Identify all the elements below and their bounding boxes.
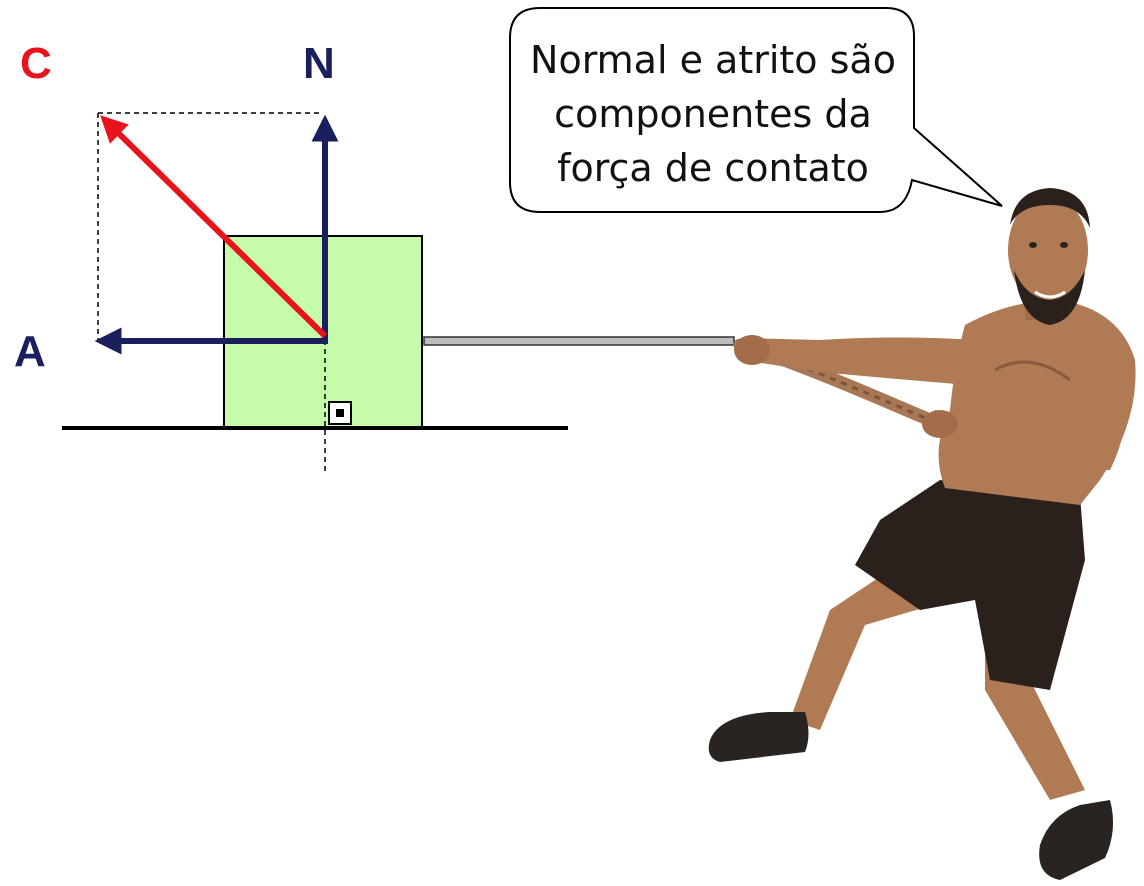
contact-force-label: C <box>20 39 52 88</box>
contact-force-arrow <box>100 115 328 339</box>
person-pulling-rope-icon <box>708 188 1136 880</box>
speech-bubble-line-3: força de contato <box>557 146 869 190</box>
construction-dashed-lines <box>97 112 326 475</box>
speech-bubble-line-2: componentes da <box>554 92 872 136</box>
friction-force-label: A <box>14 327 46 376</box>
right-angle-marker-icon <box>328 401 352 425</box>
pulling-rod <box>423 336 735 346</box>
speech-bubble <box>509 7 1003 213</box>
speech-bubble-line-1: Normal e atrito são <box>530 38 896 82</box>
normal-force-label: N <box>303 39 335 88</box>
